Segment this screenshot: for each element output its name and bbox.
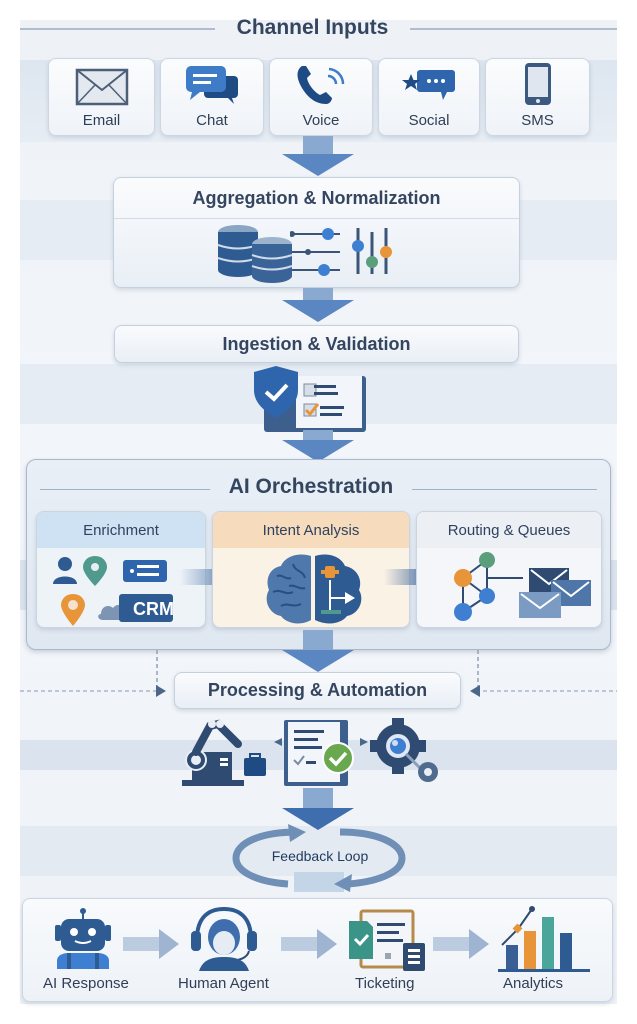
ticket-document-icon (349, 909, 425, 971)
channel-label: Voice (302, 112, 340, 129)
envelope-icon (75, 68, 128, 106)
channel-card-sms[interactable]: SMS (485, 58, 590, 136)
flow-arrow-right (281, 929, 337, 959)
step-body (213, 548, 409, 627)
processing-automation-stage[interactable]: Processing & Automation (174, 672, 461, 709)
flow-arrow-down (282, 288, 354, 322)
divider (114, 218, 519, 219)
step-body: CRM (37, 548, 205, 627)
ingestion-icon-group (254, 366, 366, 432)
phone-icon (297, 66, 345, 104)
list-card-icon (123, 560, 167, 582)
slider-controls-icon (290, 228, 392, 276)
channel-card-social[interactable]: Social (378, 58, 480, 136)
step-header: Routing & Queues (417, 512, 601, 548)
network-graph-icon (454, 552, 591, 621)
robot-icon (55, 908, 111, 969)
enrichment-step[interactable]: Enrichment CRM (36, 511, 206, 628)
flow-arrow-down (282, 430, 354, 462)
document-check-icon (284, 720, 354, 786)
crm-badge (119, 594, 173, 622)
processing-icons (182, 718, 438, 786)
envelope-stack-icon (519, 568, 591, 618)
shield-check-icon (254, 366, 298, 418)
outputs-panel: AI Response Human Agent Ticketing (22, 898, 613, 1002)
flow-arrow-down (282, 788, 354, 830)
enrichment-icons (53, 556, 173, 626)
stage-title: Processing & Automation (207, 680, 428, 700)
background-band (20, 826, 617, 876)
channel-card-voice[interactable]: Voice (269, 58, 373, 136)
headset-agent-icon (191, 907, 257, 971)
output-analytics[interactable]: Analytics (488, 899, 598, 1003)
feedback-loop-label: Feedback Loop (271, 848, 369, 864)
channel-label: SMS (521, 112, 554, 129)
step-header: Intent Analysis (213, 512, 409, 548)
output-ticketing[interactable]: Ticketing (333, 899, 433, 1003)
dashed-feedback-lines (20, 650, 617, 697)
step-body (417, 548, 601, 627)
channel-card-chat[interactable]: Chat (160, 58, 264, 136)
bar-chart-icon (498, 906, 590, 972)
robot-arm-icon (182, 719, 266, 786)
step-title: Enrichment (83, 521, 159, 539)
social-star-message-icon (402, 70, 455, 100)
stage-title: Aggregation & Normalization (192, 188, 441, 208)
ingestion-validation-stage[interactable]: Ingestion & Validation (114, 325, 519, 363)
aggregation-normalization-stage[interactable]: Aggregation & Normalization (113, 177, 520, 288)
brain-icon (266, 554, 362, 624)
flow-arrow-right (433, 929, 489, 959)
channel-label: Chat (196, 112, 228, 129)
chat-bubbles-icon (186, 66, 238, 104)
output-label: Ticketing (355, 975, 415, 992)
output-label: Analytics (503, 975, 564, 992)
title-rule-left (40, 489, 210, 490)
database-icon (217, 225, 293, 283)
step-title: Intent Analysis (262, 521, 360, 539)
flow-arrow-down (282, 630, 354, 672)
stage-title: Ingestion & Validation (222, 333, 411, 354)
channel-card-email[interactable]: Email (48, 58, 155, 136)
crm-badge-label: CRM (133, 599, 174, 619)
step-header: Enrichment (37, 512, 205, 548)
title-rule-right (412, 489, 597, 490)
flow-arrow-down (282, 136, 354, 176)
output-label: Human Agent (178, 975, 269, 992)
mobile-phone-icon (524, 63, 551, 105)
title-rule-right (410, 28, 617, 30)
gear-search-icon (370, 718, 438, 782)
channel-label: Email (82, 112, 121, 129)
step-title: Routing & Queues (447, 521, 571, 539)
channel-inputs-title: Channel Inputs (236, 16, 389, 39)
output-human-agent[interactable]: Human Agent (173, 899, 283, 1003)
cycle-arrows-icon (232, 824, 406, 892)
flow-arrow-right (123, 929, 179, 959)
output-ai-response[interactable]: AI Response (23, 899, 143, 1003)
ai-orchestration-title: AI Orchestration (228, 475, 394, 498)
intent-analysis-step[interactable]: Intent Analysis (212, 511, 410, 628)
title-rule-left (20, 28, 215, 30)
channel-label: Social (408, 112, 450, 129)
output-label: AI Response (43, 975, 129, 992)
routing-queues-step[interactable]: Routing & Queues (416, 511, 602, 628)
user-icon (58, 557, 72, 571)
